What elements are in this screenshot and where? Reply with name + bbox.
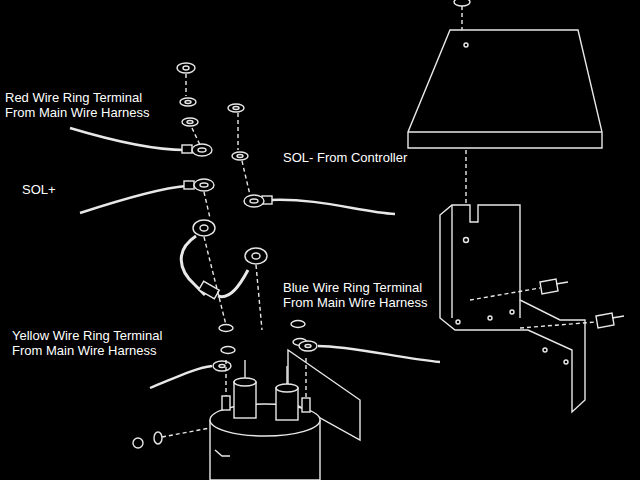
wire-label: SOL- From Controller <box>283 150 407 165</box>
wire-label: Red Wire Ring Terminal From Main Wire Ha… <box>5 90 165 120</box>
wire-label: SOL+ <box>22 182 56 197</box>
wire-label: Blue Wire Ring Terminal From Main Wire H… <box>283 280 431 310</box>
wire-label: Yellow Wire Ring Terminal From Main Wire… <box>12 328 187 358</box>
